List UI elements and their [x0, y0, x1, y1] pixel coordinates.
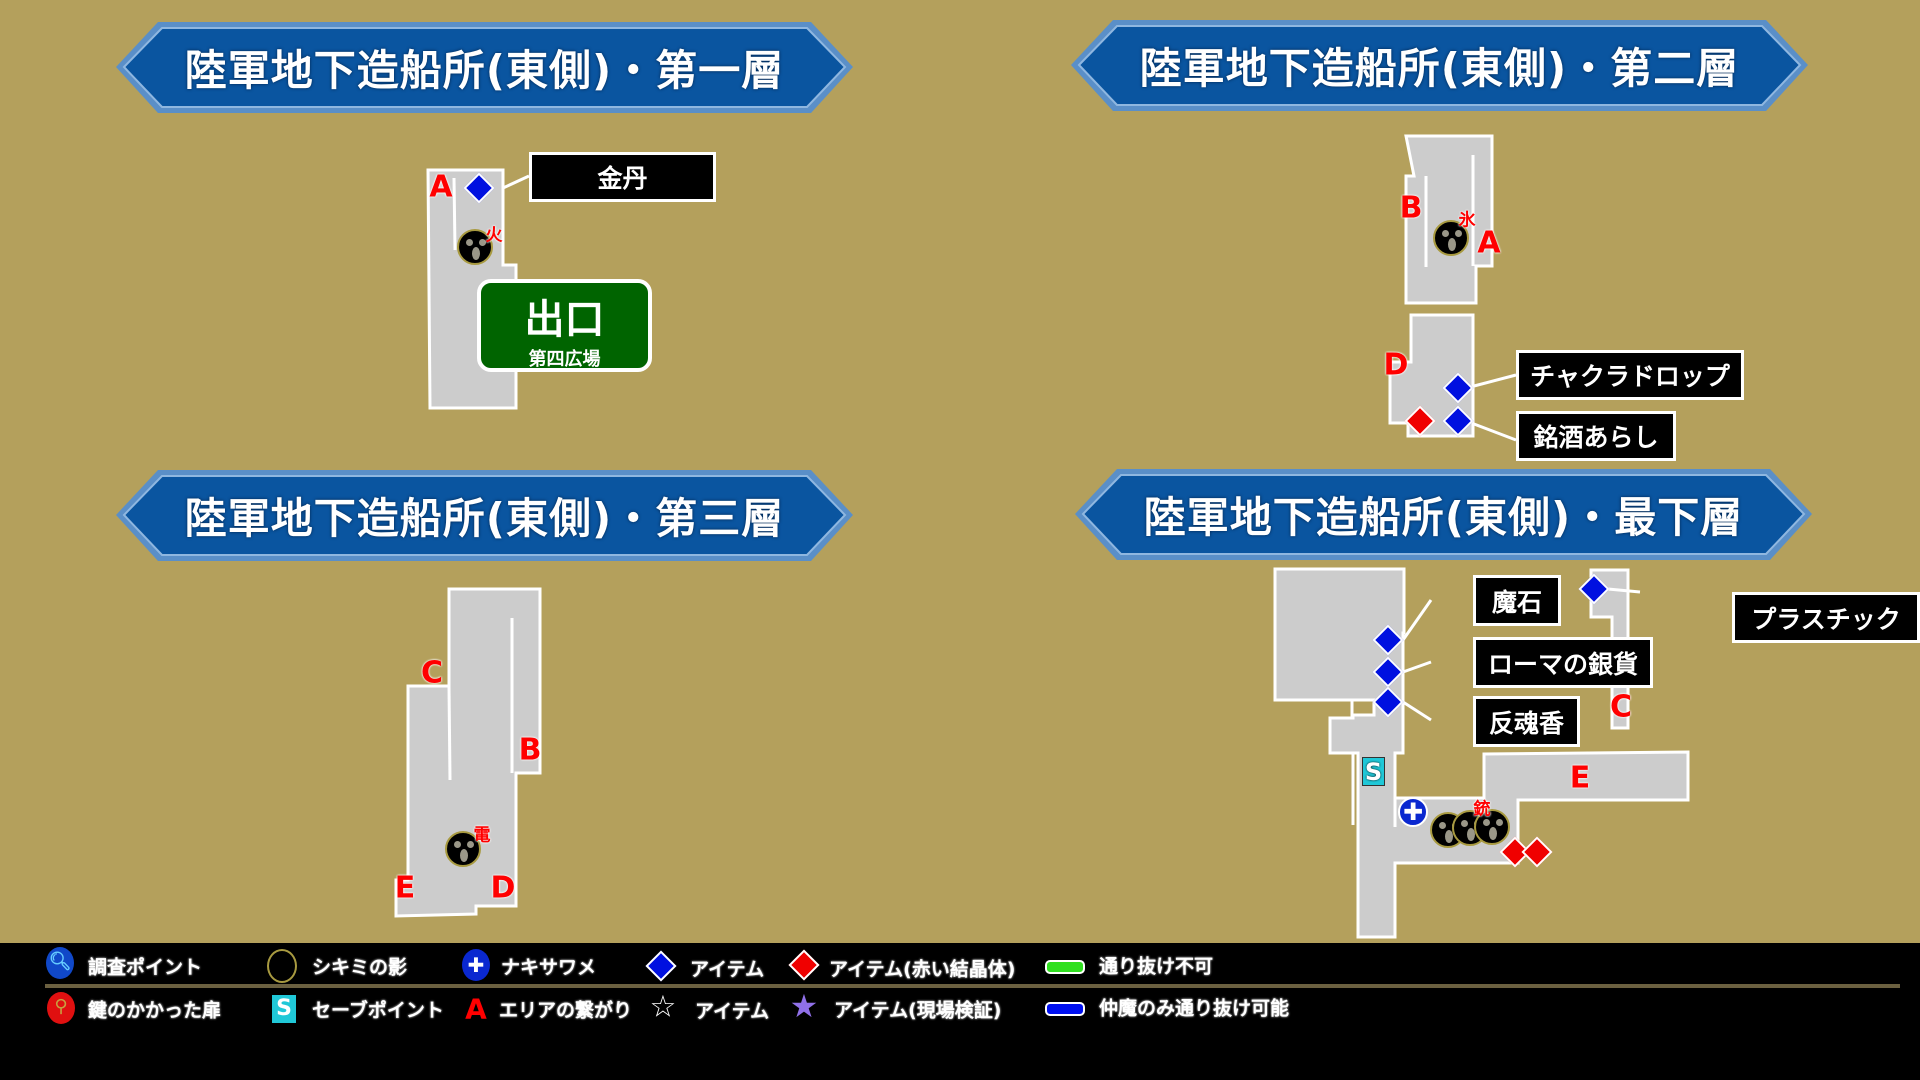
floor4-banner: 陸軍地下造船所(東側)・最下層 — [1075, 469, 1812, 560]
blue-diamond-icon — [645, 950, 677, 982]
floor4-title: 陸軍地下造船所(東側)・最下層 — [1143, 493, 1744, 542]
floor1-title: 陸軍地下造船所(東側)・第一層 — [184, 46, 785, 95]
item-label: ローマの銀貨 — [1473, 637, 1653, 688]
floor2-title: 陸軍地下造船所(東側)・第二層 — [1139, 44, 1740, 93]
legend-label: アイテム(現場検証) — [834, 999, 1002, 1022]
area-letter-b: B — [1399, 190, 1423, 226]
legend-label: セーブポイント — [312, 999, 444, 1022]
element-label: 銃 — [1473, 799, 1491, 820]
legend: 🔍︎ 調査ポイント シキミの影 ✚ ナキサワメ アイテム アイテム(赤い結晶体)… — [0, 943, 1920, 1080]
search-icon: 🔍︎ — [46, 947, 74, 979]
exit-subtitle: 第四広場 — [528, 349, 601, 370]
item-label: プラスチック — [1732, 592, 1920, 643]
element-label: 電 — [473, 825, 491, 846]
floor1-banner: 陸軍地下造船所(東側)・第一層 — [116, 22, 853, 113]
legend-label: 鍵のかかった扉 — [88, 999, 222, 1022]
exit-title: 出口 — [524, 297, 605, 343]
area-letter-e: E — [1569, 760, 1591, 796]
shikimi-shadow-icon[interactable] — [445, 831, 481, 867]
item-label: チャクラドロップ — [1516, 350, 1744, 400]
nakisawame-icon: ✚ — [462, 949, 490, 981]
shikimi-shadow-icon[interactable] — [1433, 220, 1469, 256]
item-label: 魔石 — [1473, 575, 1561, 626]
star-icon: ☆ — [649, 989, 677, 1025]
area-letter-a: A — [429, 169, 453, 205]
green-bar-icon — [1045, 960, 1085, 974]
legend-label: 仲魔のみ通り抜け可能 — [1099, 997, 1290, 1020]
floor3-title: 陸軍地下造船所(東側)・第三層 — [184, 494, 785, 543]
shikimi-shadow-icon[interactable] — [1430, 812, 1466, 848]
area-letter-a: A — [1477, 225, 1501, 261]
legend-label: シキミの影 — [312, 956, 408, 979]
legend-label: アイテム — [695, 1000, 770, 1023]
area-letter-d: D — [1383, 347, 1409, 383]
item-label: 反魂香 — [1473, 696, 1580, 747]
nakisawame-icon[interactable]: ✚ — [1398, 797, 1428, 827]
item-label: 金丹 — [529, 152, 716, 202]
exit-marker[interactable]: 出口 第四広場 — [477, 279, 652, 372]
floor3-room — [394, 587, 542, 918]
legend-label: アイテム(赤い結晶体) — [829, 958, 1016, 981]
legend-label: ナキサワメ — [501, 956, 597, 979]
save-point-icon[interactable]: S — [1362, 757, 1385, 786]
element-label: 火 — [485, 225, 503, 246]
area-letter-c: C — [1609, 689, 1633, 725]
legend-label: アイテム — [690, 958, 765, 981]
legend-label: エリアの繋がり — [499, 999, 633, 1022]
legend-label: 通り抜け不可 — [1099, 955, 1214, 978]
legend-label: 調査ポイント — [88, 956, 203, 979]
shikimi-shadow-icon[interactable] — [1474, 809, 1510, 845]
floor2-banner: 陸軍地下造船所(東側)・第二層 — [1071, 20, 1808, 111]
save-icon: S — [272, 995, 296, 1023]
area-letter-d: D — [490, 870, 516, 906]
floor4-room-c — [1589, 568, 1630, 730]
red-diamond-icon — [788, 949, 820, 981]
shikimi-shadow-icon[interactable] — [457, 229, 493, 265]
area-letter-b: B — [518, 732, 542, 768]
shadow-icon — [267, 949, 297, 983]
area-letter-c: C — [420, 655, 444, 691]
floor4-room-main — [1273, 567, 1690, 939]
purple-star-icon: ★ — [789, 987, 819, 1025]
item-label: 銘酒あらし — [1516, 411, 1676, 461]
blue-bar-icon — [1045, 1002, 1085, 1016]
element-label: 氷 — [1458, 210, 1476, 231]
area-letter-e: E — [394, 870, 416, 906]
floor3-banner: 陸軍地下造船所(東側)・第三層 — [116, 470, 853, 561]
map-rooms — [394, 134, 1690, 939]
area-letter-icon: A — [465, 992, 487, 1026]
legend-divider — [45, 984, 1900, 988]
key-icon: ⚲ — [47, 992, 75, 1024]
